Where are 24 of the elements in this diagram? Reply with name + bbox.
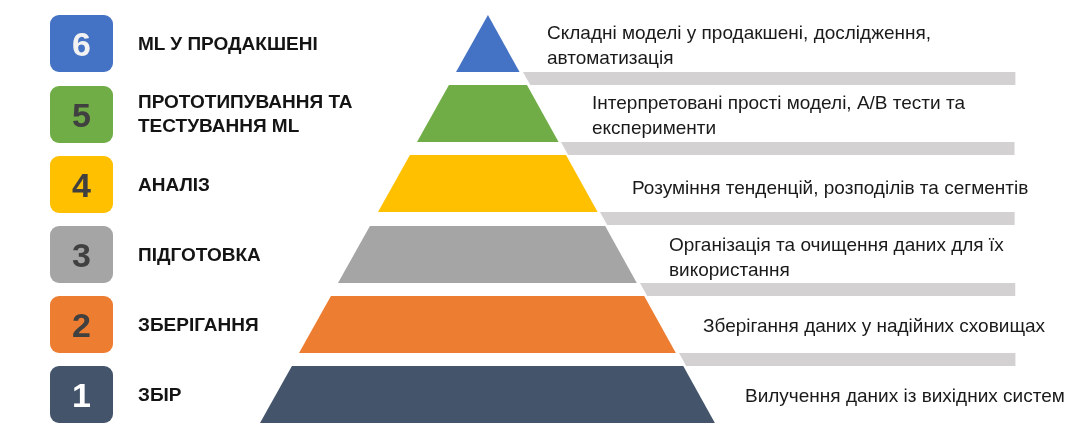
number-badge: 1 [50, 366, 113, 423]
level-title: ПІДГОТОВКА [138, 243, 261, 267]
level-title: ЗБЕРІГАННЯ [138, 313, 259, 337]
pyramid-layer [298, 296, 676, 353]
level-title: ML У ПРОДАКШЕНІ [138, 32, 318, 56]
level-description: Інтерпретовані прості моделі, A/B тести та експерименти [592, 91, 966, 140]
pyramid-layer [259, 366, 715, 423]
level-description: Вилучення даних із вихідних систем [745, 384, 1065, 408]
pyramid-layer [416, 85, 559, 142]
pyramid-layer [337, 226, 637, 283]
level-title: ПРОТОТИПУВАННЯ ТА ТЕСТУВАННЯ ML [138, 90, 354, 138]
number-badge: 2 [50, 296, 113, 353]
number-badge: 6 [50, 15, 113, 72]
number-badge: 4 [50, 156, 113, 213]
level-title: ЗБІР [138, 383, 182, 407]
number-badge: 5 [50, 86, 113, 143]
pyramid-layer [456, 15, 520, 72]
level-description: Зберігання даних у надійних сховищах [703, 314, 1046, 338]
level-title: АНАЛІЗ [138, 173, 210, 197]
number-badge: 3 [50, 226, 113, 283]
pyramid-layer [377, 155, 598, 212]
level-description: Розуміння тенденцій, розподілів та сегментів [632, 176, 1029, 200]
level-description: Складні моделі у продакшені, дослідження, автоматизація [547, 21, 932, 70]
level-description: Організація та очищення даних для їх використання [669, 233, 1005, 282]
